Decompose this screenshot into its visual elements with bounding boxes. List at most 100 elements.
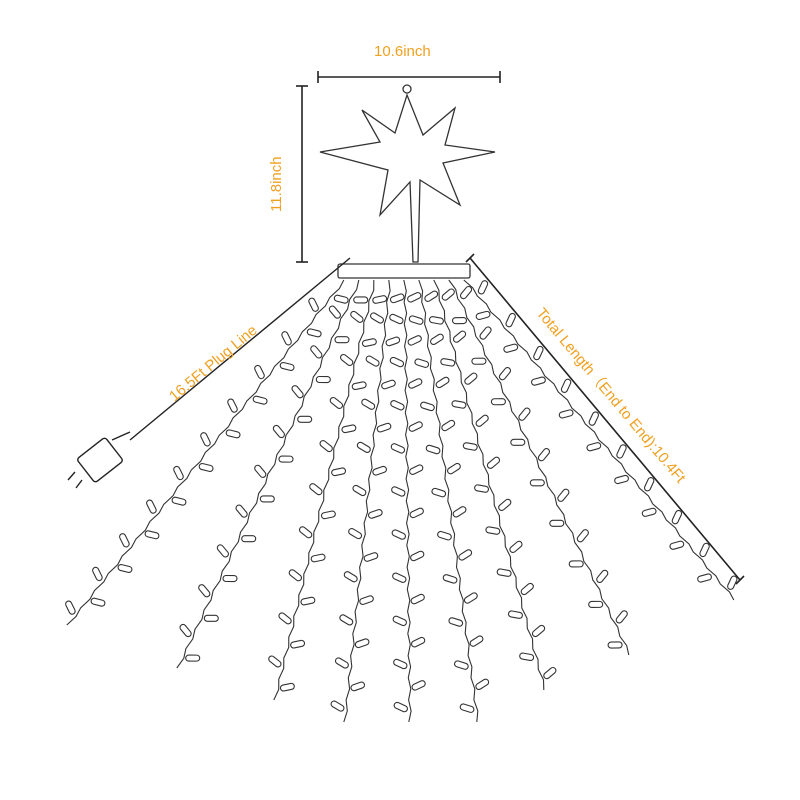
led-bulb <box>671 509 683 525</box>
led-bulb <box>315 375 331 384</box>
led-bulb <box>343 571 358 583</box>
led-bulb <box>254 464 267 478</box>
led-bulb <box>222 574 238 583</box>
led-bulb <box>464 372 478 385</box>
led-bulb <box>392 615 407 627</box>
led-bulb <box>330 700 345 712</box>
led-bulb <box>607 641 623 649</box>
led-bulb <box>370 312 384 324</box>
led-bulb <box>310 553 326 563</box>
led-bulb <box>485 526 501 535</box>
led-bulb <box>146 499 157 514</box>
led-bulb <box>533 345 544 361</box>
led-bulb <box>65 600 76 615</box>
led-bulb <box>171 496 187 506</box>
led-bulb <box>459 285 473 300</box>
led-bulb <box>331 467 347 477</box>
led-bulb <box>452 330 467 343</box>
led-bulb <box>410 593 425 605</box>
led-bulb <box>451 317 468 325</box>
led-bulb <box>298 526 313 539</box>
led-bulb <box>259 495 275 503</box>
led-bulb <box>254 364 265 380</box>
led-bulb <box>348 527 363 540</box>
led-bulb <box>351 381 367 391</box>
led-bulb <box>531 624 546 638</box>
led-bulb <box>614 474 629 485</box>
plug-line <box>67 257 351 489</box>
led-bulb <box>279 682 295 692</box>
led-bulb <box>328 305 342 319</box>
led-bulb <box>407 292 422 303</box>
led-bulb <box>475 414 489 427</box>
led-bulb <box>558 409 574 419</box>
led-bulb <box>531 376 546 386</box>
led-bulb <box>448 617 464 627</box>
led-bulb <box>235 504 248 518</box>
led-bulb <box>279 361 295 371</box>
led-bulb <box>475 310 491 321</box>
led-bulb <box>471 357 487 365</box>
led-bulb <box>537 448 551 462</box>
light-strand <box>176 279 360 669</box>
led-bulb <box>641 507 657 517</box>
led-bulb <box>281 331 292 346</box>
height-label: 11.8inch <box>268 156 285 212</box>
led-bulb <box>241 535 257 543</box>
led-bulb <box>452 506 467 518</box>
led-bulb <box>420 401 435 412</box>
led-bulb <box>272 424 286 439</box>
led-bulb <box>459 703 475 713</box>
led-bulb <box>309 483 323 496</box>
led-bulb <box>408 378 423 389</box>
led-bulb <box>268 655 282 668</box>
led-bulb <box>408 421 423 432</box>
led-bulb <box>203 614 219 622</box>
led-bulb <box>424 290 439 302</box>
led-bulb <box>529 479 545 487</box>
led-bulb <box>474 484 490 493</box>
led-bulb <box>510 438 526 446</box>
led-bulb <box>368 509 383 519</box>
led-bulb <box>669 540 685 550</box>
led-bulb <box>425 444 441 455</box>
led-bulb <box>505 312 516 328</box>
led-bulb <box>361 338 377 347</box>
led-bulb <box>435 376 450 389</box>
led-bulb <box>198 462 214 472</box>
led-bulb <box>144 530 160 540</box>
light-strand <box>343 279 391 723</box>
led-bulb <box>560 378 572 394</box>
light-strand <box>463 279 735 601</box>
led-bulb <box>557 488 570 502</box>
led-bulb <box>518 407 531 421</box>
led-bulb <box>490 398 506 406</box>
led-bulb <box>430 333 444 346</box>
led-bulb <box>440 358 456 367</box>
led-bulb <box>409 507 424 519</box>
led-bulb <box>643 477 655 492</box>
led-bulb <box>185 654 201 662</box>
led-bulb <box>407 335 422 346</box>
led-bulb <box>596 569 609 584</box>
led-bulb <box>352 484 367 497</box>
led-bulb <box>363 552 379 562</box>
led-bulb <box>520 582 534 596</box>
led-bulb <box>365 355 380 367</box>
led-bulb <box>333 294 349 304</box>
led-bulb <box>409 464 424 475</box>
led-bulb <box>411 680 426 691</box>
led-bulb <box>354 638 370 649</box>
led-bulb <box>291 385 304 399</box>
led-bulb <box>496 568 512 577</box>
led-bulb <box>288 569 303 582</box>
led-bulb <box>727 575 738 590</box>
led-bulb <box>509 540 523 553</box>
led-bulb <box>586 442 602 452</box>
led-bulb <box>498 498 512 511</box>
led-bulb <box>390 400 405 411</box>
led-bulb <box>385 336 401 347</box>
led-bulb <box>90 597 106 607</box>
led-bulb <box>200 432 211 447</box>
